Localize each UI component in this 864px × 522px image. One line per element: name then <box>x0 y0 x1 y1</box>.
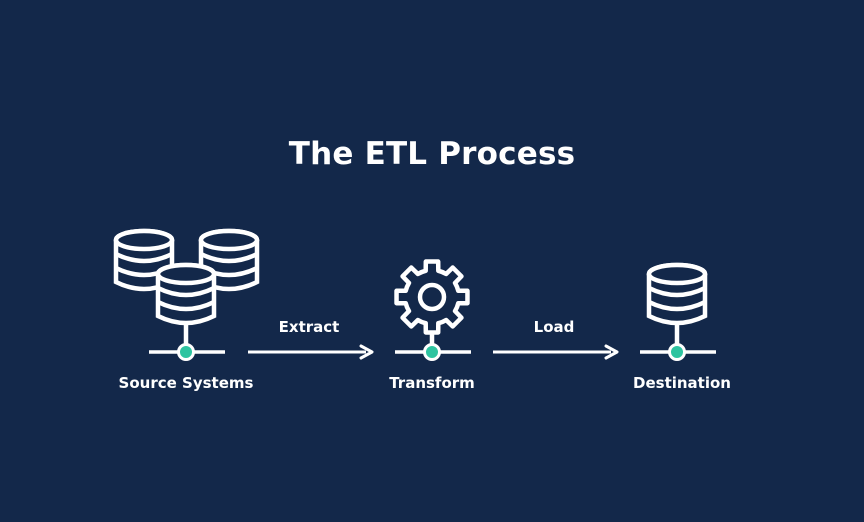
source-node-dot <box>177 343 195 361</box>
load-arrow <box>493 344 619 360</box>
extract-arrow <box>248 344 374 360</box>
destination-node-dot <box>668 343 686 361</box>
edge-label-extract: Extract <box>278 318 340 336</box>
database-icon-front <box>158 265 214 323</box>
gear-icon <box>394 259 470 335</box>
diagram-title: The ETL Process <box>288 136 576 172</box>
database-cluster-icon <box>116 231 257 344</box>
node-label-destination: Destination <box>633 374 731 392</box>
node-label-transform: Transform <box>389 374 475 392</box>
node-label-source: Source Systems <box>118 374 254 392</box>
database-icon <box>649 265 705 344</box>
transform-node-dot <box>423 343 441 361</box>
edge-label-load: Load <box>533 318 575 336</box>
